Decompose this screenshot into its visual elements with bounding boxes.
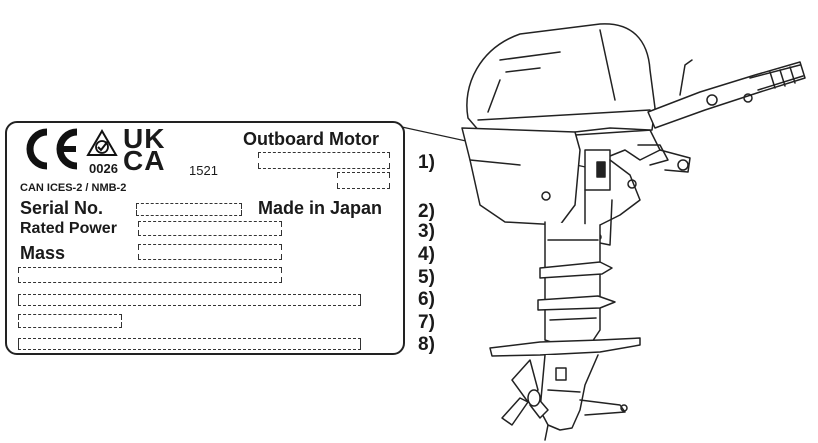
field-serial <box>136 203 242 209</box>
serial-no-label: Serial No. <box>20 198 104 218</box>
field-5 <box>18 267 282 273</box>
can-ices-label: CAN ICES-2 / NMB-2 <box>20 182 127 194</box>
rated-power-label: Rated Power <box>20 220 117 237</box>
field-model-2b <box>337 183 390 189</box>
callout-1: 1) <box>418 152 435 173</box>
field-rated-power <box>138 221 282 227</box>
identification-plate <box>5 121 405 355</box>
callout-8: 8) <box>418 334 435 355</box>
field-7b <box>18 322 122 328</box>
field-serial-b <box>136 210 242 216</box>
mass-label: Mass <box>20 243 66 263</box>
rcm-mark-icon <box>86 129 118 156</box>
made-in-label: Made in Japan <box>258 198 383 218</box>
ukca-mark-bottom: CA <box>123 145 166 176</box>
callout-4: 4) <box>418 244 435 265</box>
callout-6: 6) <box>418 289 435 310</box>
field-model-2 <box>337 172 390 178</box>
field-mass <box>138 244 282 250</box>
field-7 <box>18 314 122 320</box>
notified-body-number: 0026 <box>89 161 118 176</box>
callout-2: 2) <box>418 201 435 222</box>
callout-7: 7) <box>418 312 435 333</box>
callout-5: 5) <box>418 267 435 288</box>
field-mass-b <box>138 254 282 260</box>
ukca-mark-top: UK <box>123 123 166 154</box>
field-8b <box>18 344 361 350</box>
field-6b <box>18 300 361 306</box>
ce-mark-icon <box>26 128 78 170</box>
callout-3: 3) <box>418 221 435 242</box>
field-model-1b <box>258 163 390 169</box>
field-5b <box>18 277 282 283</box>
ukca-code: 1521 <box>189 163 218 178</box>
field-8 <box>18 338 361 344</box>
field-model-1 <box>258 152 390 158</box>
field-rated-power-b <box>138 230 282 236</box>
ukca-mark-icon: UK CA <box>123 123 166 176</box>
plate-title: Outboard Motor <box>243 129 379 149</box>
field-6 <box>18 294 361 300</box>
